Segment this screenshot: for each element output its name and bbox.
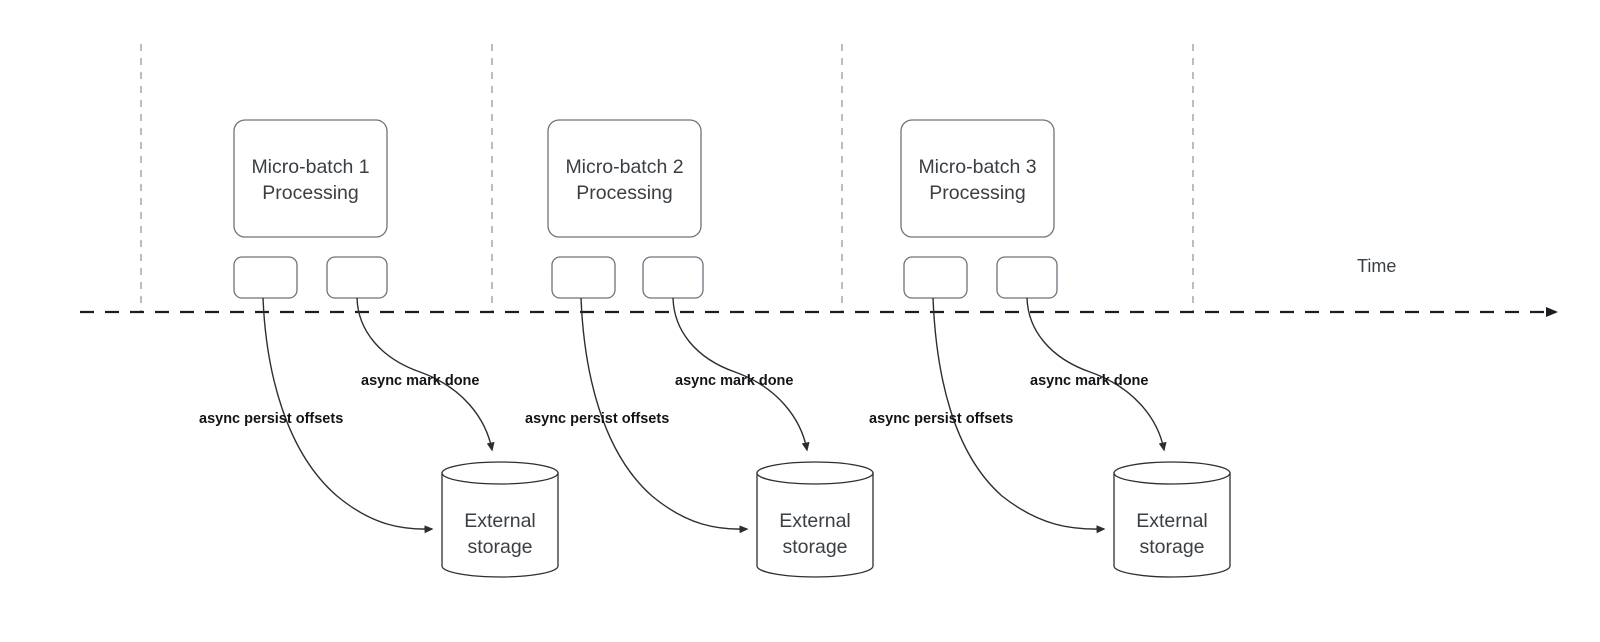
group-3-persist-offsets-edge	[932, 297, 1106, 534]
group-3-storage-label-line1: External	[1136, 510, 1208, 532]
time-axis: Time	[80, 256, 1558, 317]
group-3-storage-label-line2: storage	[1139, 536, 1204, 558]
micro-batch-3-label-line2: Processing	[929, 182, 1025, 204]
group-2-external-storage[interactable]: External storage	[756, 461, 874, 578]
group-2: Micro-batch 2 Processing async persist o…	[525, 119, 874, 578]
group-2-persist-offsets-edge	[580, 297, 749, 534]
group-1-persist-offsets-task[interactable]	[233, 256, 298, 299]
group-1-mark-done-label: async mark done	[361, 373, 479, 389]
group-2-persist-offsets-task[interactable]	[551, 256, 616, 299]
group-1-mark-done-edge	[356, 297, 495, 452]
micro-batch-3-box[interactable]	[900, 119, 1055, 238]
group-2-mark-done-edge	[672, 297, 810, 452]
group-1-external-storage[interactable]: External storage	[441, 461, 559, 578]
group-1-storage-label-line2: storage	[467, 536, 532, 558]
group-2-cylinder-top	[756, 461, 874, 485]
group-2-cylinder-body	[756, 472, 874, 578]
micro-batch-1-box[interactable]	[233, 119, 388, 238]
group-3-mark-done-task[interactable]	[996, 256, 1058, 299]
group-3-cylinder-body	[1113, 472, 1231, 578]
group-2-persist-offsets-label: async persist offsets	[525, 411, 669, 427]
group-3-cylinder-top	[1113, 461, 1231, 485]
micro-batch-1-label-line2: Processing	[262, 182, 358, 204]
group-2-mark-done-label: async mark done	[675, 373, 793, 389]
micro-batch-2-label-line1: Micro-batch 2	[565, 156, 683, 178]
micro-batch-2-box[interactable]	[547, 119, 702, 238]
micro-batch-2-label-line2: Processing	[576, 182, 672, 204]
micro-batch-3-label-line1: Micro-batch 3	[918, 156, 1036, 178]
time-axis-label: Time	[1357, 256, 1396, 276]
group-1-cylinder-body	[441, 472, 559, 578]
micro-batch-1-label-line1: Micro-batch 1	[251, 156, 369, 178]
group-2-storage-label-line2: storage	[782, 536, 847, 558]
group-2-mark-done-task[interactable]	[642, 256, 704, 299]
group-1: Micro-batch 1 Processing async persist o…	[199, 119, 559, 578]
group-3-persist-offsets-label: async persist offsets	[869, 411, 1013, 427]
group-2-storage-label-line1: External	[779, 510, 851, 532]
group-3-external-storage[interactable]: External storage	[1113, 461, 1231, 578]
timeline-tick-lines	[140, 44, 1194, 312]
group-1-mark-done-task[interactable]	[326, 256, 388, 299]
group-1-persist-offsets-edge	[262, 297, 434, 534]
group-3-mark-done-edge	[1026, 297, 1167, 452]
group-3-persist-offsets-task[interactable]	[903, 256, 968, 299]
group-1-storage-label-line1: External	[464, 510, 536, 532]
group-1-persist-offsets-label: async persist offsets	[199, 411, 343, 427]
group-3: Micro-batch 3 Processing async persist o…	[869, 119, 1231, 578]
group-3-mark-done-label: async mark done	[1030, 373, 1148, 389]
group-1-cylinder-top	[441, 461, 559, 485]
